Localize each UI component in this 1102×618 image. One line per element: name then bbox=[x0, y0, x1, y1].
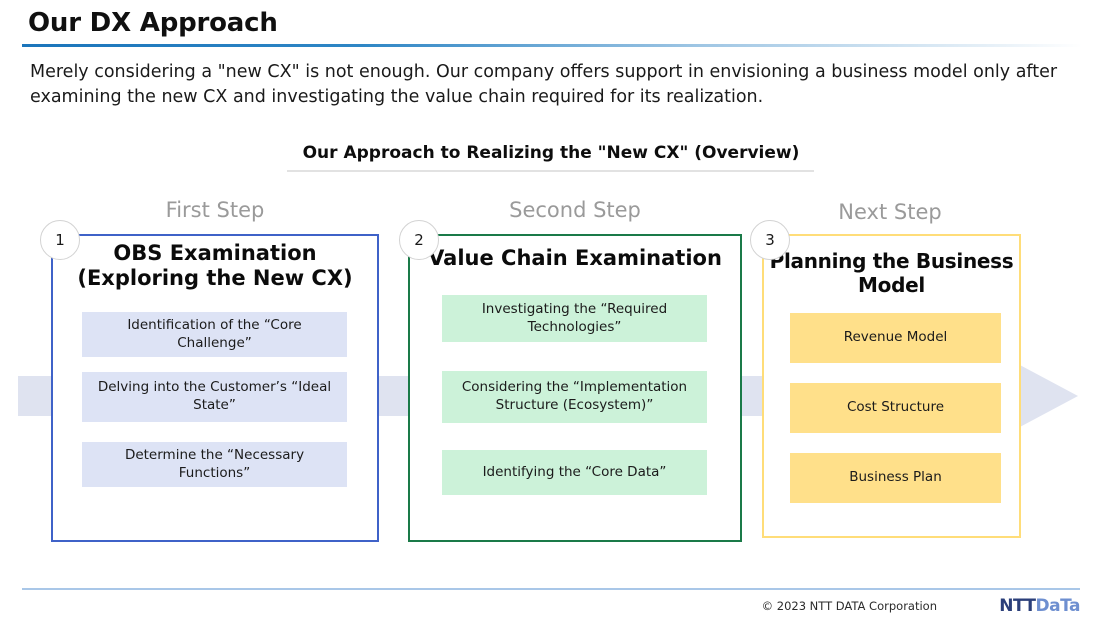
step-label-next: Next Step bbox=[838, 200, 942, 224]
step-label-first: First Step bbox=[165, 198, 265, 222]
step-panel-2-title: Value Chain Examination bbox=[428, 246, 722, 270]
logo-text-ntt: NTT bbox=[999, 596, 1036, 616]
step-3-item-2[interactable]: Cost Structure bbox=[790, 383, 1001, 433]
section-heading-rule bbox=[287, 170, 814, 172]
page-title: Our DX Approach bbox=[28, 8, 278, 38]
step-1-item-2[interactable]: Delving into the Customer’s “Ideal State… bbox=[82, 372, 347, 422]
logo-text-data: DaTa bbox=[1035, 596, 1081, 616]
step-2-item-1[interactable]: Investigating the “Required Technologies… bbox=[442, 295, 707, 342]
step-number-badge-2: 2 bbox=[399, 220, 439, 260]
section-heading: Our Approach to Realizing the "New CX" (… bbox=[302, 143, 800, 163]
step-number-badge-3: 3 bbox=[750, 220, 790, 260]
step-3-item-1[interactable]: Revenue Model bbox=[790, 313, 1001, 363]
step-panel-3-title: Planning the Business Model bbox=[769, 249, 1014, 297]
step-1-item-3[interactable]: Determine the “Necessary Functions” bbox=[82, 442, 347, 487]
step-number-badge-1: 1 bbox=[40, 220, 80, 260]
step-label-second: Second Step bbox=[509, 198, 641, 222]
copyright-text: © 2023 NTT DATA Corporation bbox=[761, 599, 937, 613]
step-3-item-3[interactable]: Business Plan bbox=[790, 453, 1001, 503]
footer-divider bbox=[22, 588, 1080, 590]
step-1-item-1[interactable]: Identification of the “Core Challenge” bbox=[82, 312, 347, 357]
step-2-item-3[interactable]: Identifying the “Core Data” bbox=[442, 450, 707, 495]
step-2-item-2[interactable]: Considering the “Implementation Structur… bbox=[442, 371, 707, 423]
step-panel-1-title: OBS Examination(Exploring the New CX) bbox=[77, 241, 353, 290]
nttdata-logo: NTTDaTa bbox=[999, 596, 1080, 616]
lead-paragraph: Merely considering a "new CX" is not eno… bbox=[30, 62, 1058, 107]
process-arrow-head-icon bbox=[1018, 364, 1078, 428]
title-underline-rule bbox=[22, 44, 1082, 47]
